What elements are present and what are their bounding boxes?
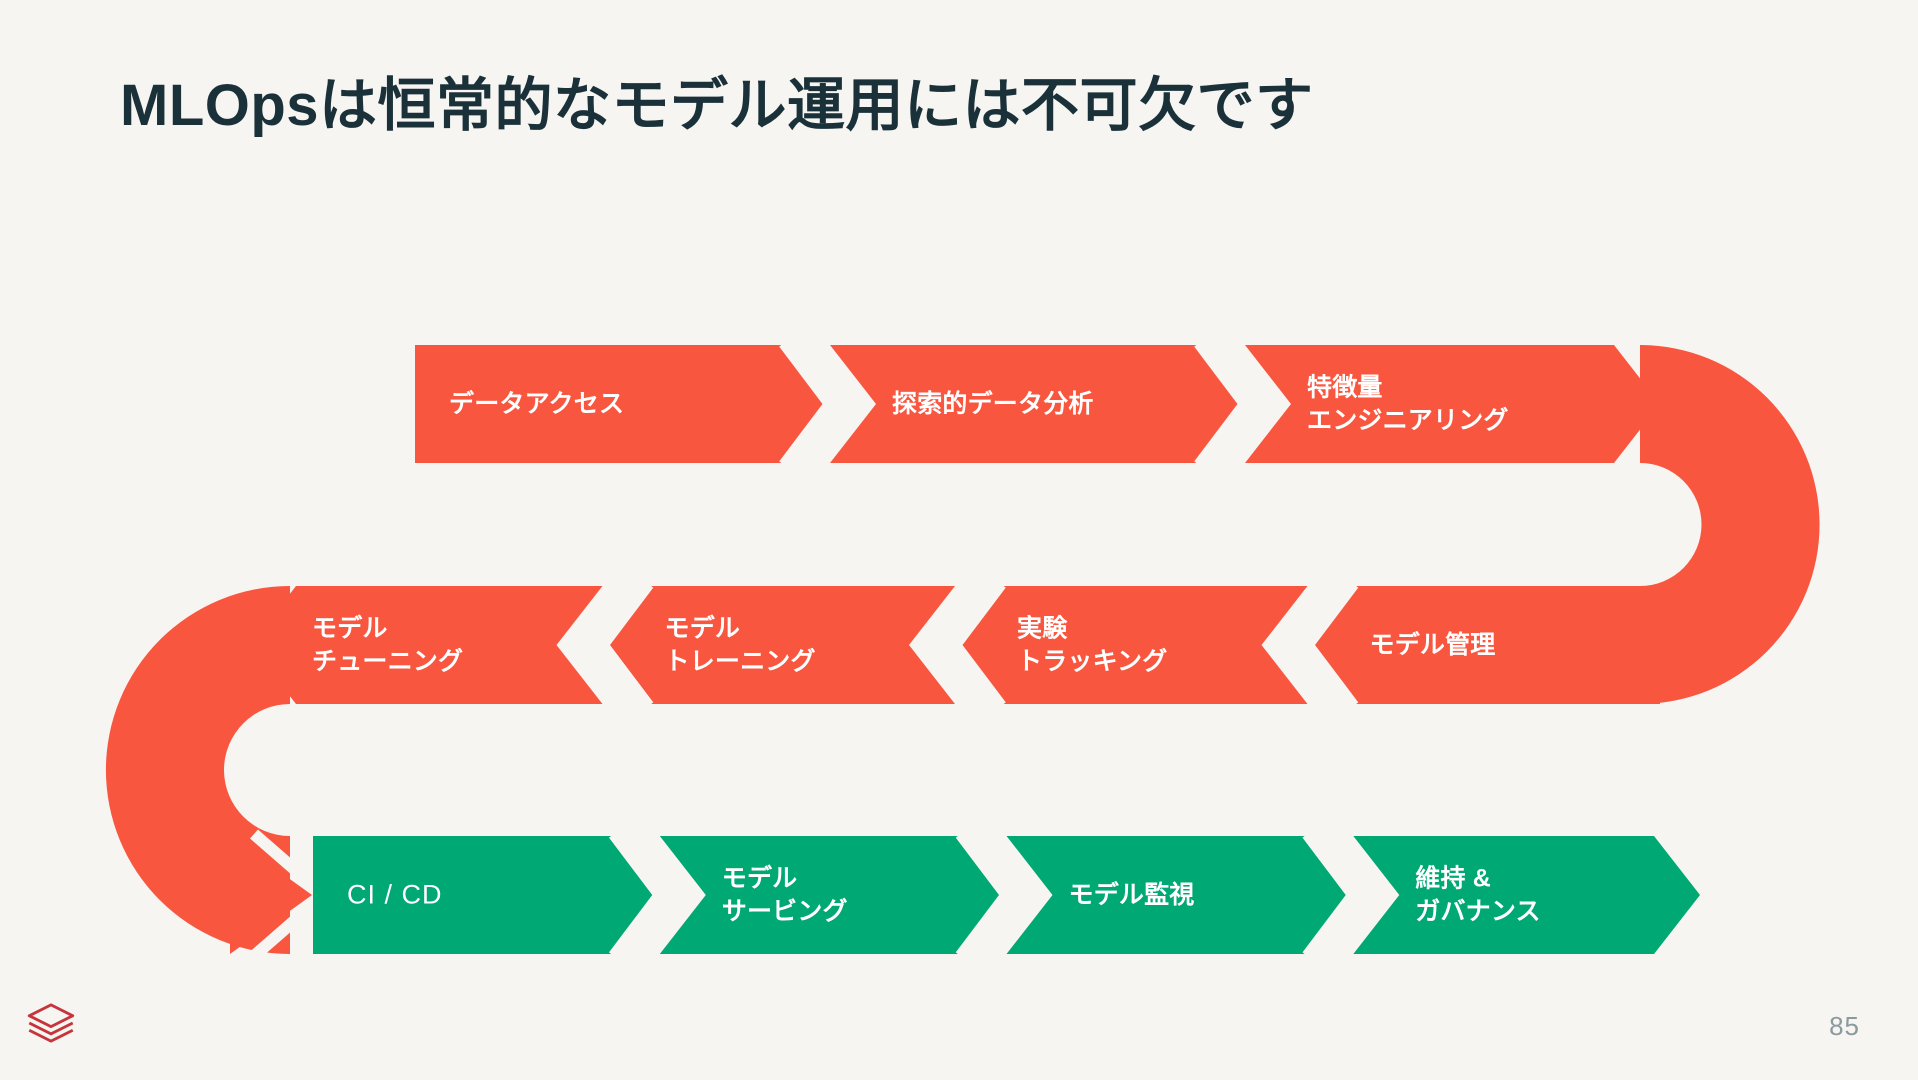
row-3-group bbox=[313, 830, 1700, 960]
step-shape-model-training bbox=[602, 586, 955, 704]
step-gap-model-monitoring bbox=[1302, 830, 1361, 960]
step-gap-experiment-tracking bbox=[947, 580, 1006, 710]
row-2-group bbox=[250, 580, 1660, 710]
step-shape-model-monitoring bbox=[1006, 836, 1354, 954]
step-gap-model-management bbox=[1299, 580, 1359, 710]
step-shape-ci-cd bbox=[313, 836, 660, 954]
step-shape-maintenance-governance bbox=[1353, 836, 1700, 954]
step-gap-exploratory-analysis bbox=[1194, 339, 1253, 469]
step-shape-exploratory-analysis bbox=[830, 345, 1245, 463]
connector-left-arrowhead bbox=[230, 836, 312, 954]
row-1-group bbox=[415, 339, 1660, 469]
page-number: 85 bbox=[1829, 1011, 1860, 1041]
logo-layer-2 bbox=[28, 1021, 74, 1036]
step-gap-ci-cd bbox=[608, 830, 668, 960]
page-title: MLOpsは恒常的なモデル運用には不可欠です bbox=[120, 73, 1314, 138]
databricks-logo bbox=[27, 1003, 75, 1043]
step-shape-experiment-tracking bbox=[955, 586, 1308, 704]
step-shape-model-tuning bbox=[250, 586, 603, 704]
step-gap-data-access bbox=[779, 339, 838, 469]
step-gap-model-serving bbox=[955, 830, 1015, 960]
step-gap-model-training bbox=[594, 580, 654, 710]
logo-layer-3 bbox=[28, 1028, 74, 1043]
step-shape-model-management bbox=[1307, 586, 1660, 704]
logo-layer-1 bbox=[27, 1003, 75, 1029]
step-shape-model-serving bbox=[659, 836, 1007, 954]
step-shape-feature-engineering bbox=[1245, 345, 1660, 463]
step-shape-data-access bbox=[415, 345, 830, 463]
connector-right-uturn bbox=[1640, 345, 1820, 704]
